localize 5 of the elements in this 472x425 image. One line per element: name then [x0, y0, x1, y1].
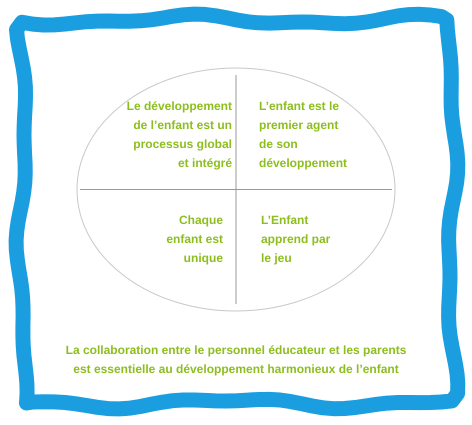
caption-text: La collaboration entre le personnel éducateur et les parents est essentielle au développement harmonieux de l’enfant: [65, 342, 407, 378]
principle-text: L’Enfant apprend par le jeu: [261, 212, 332, 267]
principle-text: Le développement de l’enfant est un processus global et intégré: [126, 98, 232, 172]
principle-text: Chaque enfant est unique: [165, 212, 223, 267]
principle-text: L’enfant est le premier agent de son développement: [259, 98, 348, 172]
